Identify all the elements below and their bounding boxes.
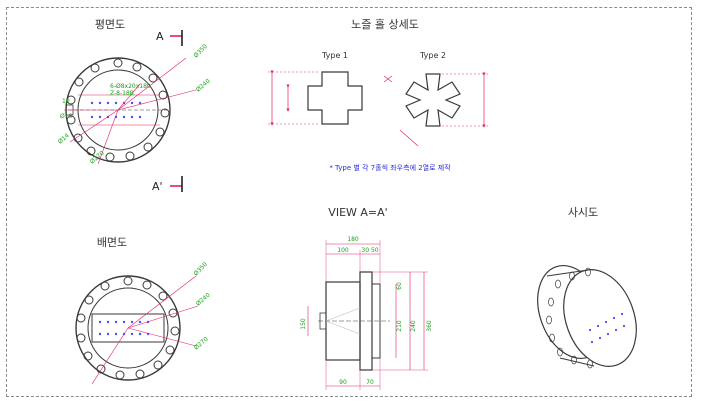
plan-dim-bolt: Ø14 (57, 132, 71, 145)
plan-dim-pitch: Z-8-18B (110, 90, 134, 97)
rear-view: Ø350 Ø240 Ø270 (75, 261, 212, 385)
view-dim-right-b: 240 (410, 320, 417, 332)
view-aa: 180 100 30 50 150 210 240 360 60 90 70 (300, 236, 433, 390)
section-mark-a-label: A (156, 30, 164, 43)
nozzle-type2-label: Type 2 (419, 51, 446, 60)
title-rear: 배면도 (97, 236, 127, 249)
view-dim-right-a: 210 (396, 320, 403, 332)
section-mark-a-prime-label: A' (152, 180, 163, 193)
view-dim-right-d: 60 (396, 282, 403, 290)
sheet-border (6, 7, 692, 397)
iso-bolt-holes (546, 267, 593, 369)
title-iso: 사시도 (568, 206, 598, 219)
view-dim-left: 150 (300, 318, 307, 330)
nozzle-type1-shape (307, 71, 363, 125)
view-dim-bottom-b: 70 (366, 379, 374, 386)
nozzle-detail: Type 1 Type 2 * Type 별 각 7홀씩 좌우측에 2열로 제작 (268, 51, 490, 172)
rear-dim-d3: Ø270 (193, 336, 210, 352)
rear-bolt-holes (76, 276, 180, 380)
plan-dim-d2: Ø240 (195, 78, 212, 94)
nozzle-note: * Type 별 각 7홀씩 좌우측에 2열로 제작 (329, 163, 451, 172)
plan-bolt-holes (66, 58, 170, 162)
plan-dim-side: Ø10 (60, 113, 73, 120)
view-dim-right-c: 360 (426, 320, 433, 332)
section-mark-a: A (156, 30, 183, 46)
section-mark-a-prime: A' (152, 176, 183, 193)
iso-view (537, 264, 637, 369)
view-dim-top-total: 180 (347, 236, 359, 243)
plan-view: Ø350 Ø240 Ø270 6-Ø8x20x180 Z-8-18B Ø10 Ø… (57, 43, 212, 166)
plan-dim-mark: 10 (62, 98, 70, 105)
plan-dim-d3: Ø270 (89, 150, 106, 166)
rear-dim-d2: Ø240 (195, 292, 212, 308)
nozzle-type1-label: Type 1 (321, 51, 348, 60)
rear-nozzle-row (98, 320, 150, 336)
plan-dim-hole-spec: 6-Ø8x20x180 (110, 83, 151, 90)
plan-dim-d1: Ø350 (192, 43, 209, 60)
nozzle-type2-shape (405, 73, 461, 127)
view-dim-bottom-a: 90 (339, 379, 347, 386)
view-dim-top-b: 30 50 (361, 247, 378, 254)
title-plan: 평면도 (95, 18, 125, 31)
rear-dim-d1: Ø350 (192, 261, 209, 278)
view-dim-top-a: 100 (337, 247, 349, 254)
iso-nozzle-row (588, 312, 626, 344)
title-nozzle-detail: 노즐 홀 상세도 (351, 18, 419, 31)
title-view-aa: VIEW A=A' (328, 206, 387, 219)
